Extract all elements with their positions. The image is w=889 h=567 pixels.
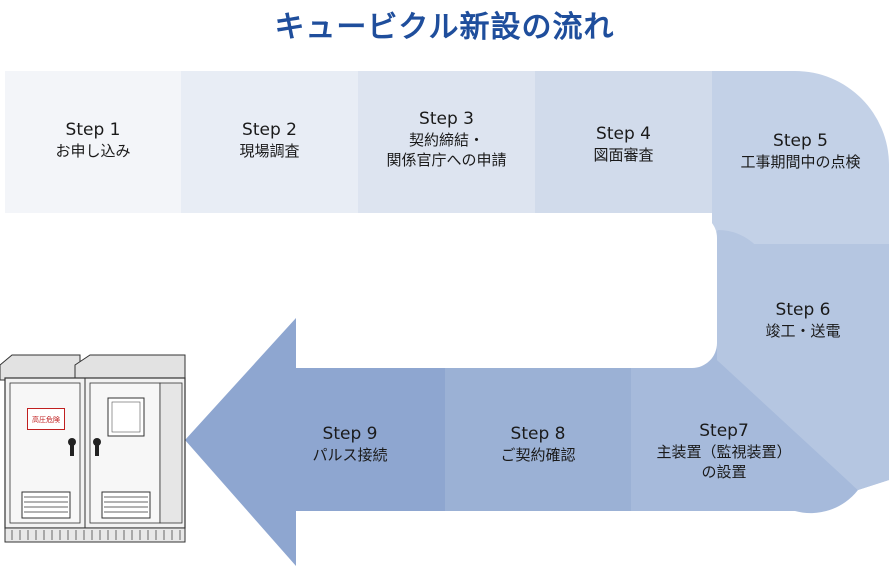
step-6-label: 竣工・送電 — [765, 322, 841, 340]
step-7-label-line2: の設置 — [701, 463, 747, 481]
step-9-number: Step 9 — [322, 424, 378, 444]
step-7: Step7 主装置（監視装置） の設置 — [631, 421, 817, 482]
step-7-label: 主装置（監視装置） — [656, 443, 792, 461]
step-4-box — [535, 71, 712, 213]
step-2-number: Step 2 — [242, 120, 297, 140]
step-3-box — [358, 71, 535, 213]
step-5-label: 工事期間中の点検 — [740, 153, 861, 171]
step-9: Step 9 パルス接続 — [270, 424, 430, 465]
step-5-number: Step 5 — [773, 131, 828, 151]
step-4: Step 4 図面審査 — [535, 124, 712, 165]
step-6: Step 6 竣工・送電 — [717, 300, 889, 341]
step-4-label: 図面審査 — [593, 146, 654, 164]
page-title: キュービクル新設の流れ — [274, 10, 615, 45]
step-3-number: Step 3 — [419, 109, 474, 129]
high-voltage-warning-label: 高圧危険 — [27, 408, 65, 430]
step-1-label: お申し込み — [55, 142, 131, 160]
step-8-number: Step 8 — [510, 424, 566, 444]
step-2-label: 現場調査 — [239, 142, 300, 160]
step-1: Step 1 お申し込み — [5, 120, 181, 161]
step-5-box — [712, 71, 889, 244]
step-7-box — [631, 343, 858, 514]
step-1-number: Step 1 — [65, 120, 121, 140]
step-9-label: パルス接続 — [312, 446, 388, 464]
step-1-box — [5, 71, 181, 213]
step-8-box — [445, 368, 631, 511]
step-8-label: ご契約確認 — [500, 446, 576, 464]
step-3-label: 契約締結・ — [408, 131, 484, 149]
step-3: Step 3 契約締結・ 関係官庁への申請 — [358, 109, 535, 170]
step-8: Step 8 ご契約確認 — [445, 424, 631, 465]
step-6-number: Step 6 — [775, 300, 831, 320]
step-4-number: Step 4 — [596, 124, 651, 144]
step-9-arrow — [185, 318, 445, 566]
step-2: Step 2 現場調査 — [181, 120, 358, 161]
step-2-box — [181, 71, 358, 213]
step-7-number: Step7 — [699, 421, 749, 441]
cubicle-illustration — [0, 354, 186, 543]
step-3-label-line2: 関係官庁への申請 — [386, 151, 507, 169]
step-5: Step 5 工事期間中の点検 — [712, 131, 889, 172]
